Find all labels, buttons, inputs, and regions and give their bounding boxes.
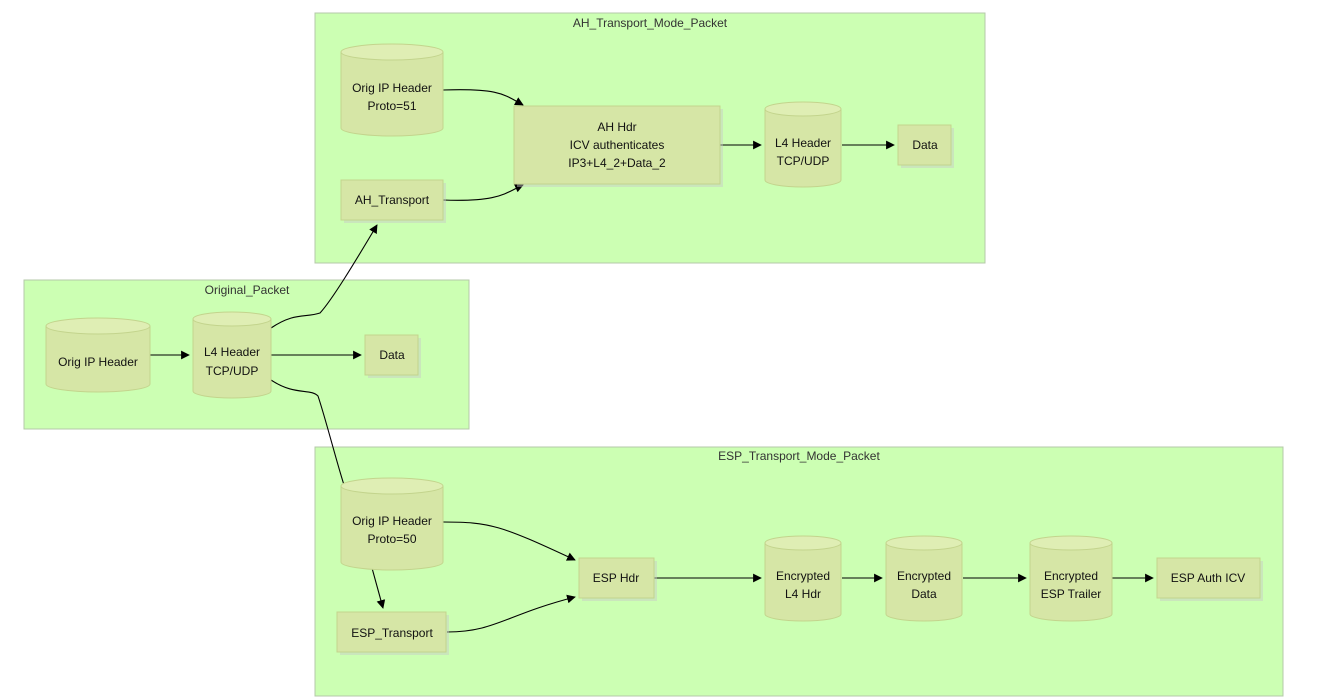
edge-esp-ip-to-esp-hdr xyxy=(442,521,576,561)
node-label: Orig IP Header xyxy=(58,355,138,369)
node-label: IP3+L4_2+Data_2 xyxy=(568,156,666,170)
node-esp-hdr: ESP Hdr xyxy=(578,557,657,601)
node-esp-auth-icv: ESP Auth ICV xyxy=(1156,557,1263,601)
node-label: Proto=50 xyxy=(367,532,416,546)
node-label: Orig IP Header xyxy=(352,514,432,528)
node-label: Encrypted xyxy=(897,569,951,583)
edge-ah-ip-to-ah-hdr xyxy=(442,89,524,106)
node-label: Data xyxy=(911,587,937,601)
node-label: ICV authenticates xyxy=(570,138,665,152)
edges xyxy=(150,89,1154,633)
node-label: ESP Trailer xyxy=(1041,587,1101,601)
node-ah-hdr: AH Hdr ICV authenticates IP3+L4_2+Data_2 xyxy=(513,105,723,187)
node-ah-l4-header: L4 Header TCP/UDP xyxy=(764,101,842,188)
node-label: ESP_Transport xyxy=(351,626,433,640)
node-ah-data: Data xyxy=(897,124,954,168)
node-encrypted-l4-hdr: Encrypted L4 Hdr xyxy=(764,535,842,622)
node-label: ESP Hdr xyxy=(593,571,639,585)
node-orig-ip-header: Orig IP Header xyxy=(45,317,151,393)
node-label: TCP/UDP xyxy=(777,154,830,168)
node-label: Orig IP Header xyxy=(352,81,432,95)
node-esp-orig-ip-header: Orig IP Header Proto=50 xyxy=(340,477,444,571)
cluster-orig-label: Original_Packet xyxy=(205,283,290,297)
node-label: AH_Transport xyxy=(355,193,430,207)
edge-orig-l4-to-ah-transport xyxy=(270,224,378,329)
edge-esp-ip-to-esp-transport xyxy=(371,567,386,609)
cluster-esp-label: ESP_Transport_Mode_Packet xyxy=(718,449,880,463)
node-label: Data xyxy=(912,138,938,152)
cluster-ah-label: AH_Transport_Mode_Packet xyxy=(573,16,728,30)
node-encrypted-esp-trailer: Encrypted ESP Trailer xyxy=(1029,535,1113,622)
node-label: L4 Hdr xyxy=(785,587,821,601)
node-label: AH Hdr xyxy=(597,120,636,134)
node-encrypted-data: Encrypted Data xyxy=(885,535,963,622)
edge-orig-l4-to-esp-ip xyxy=(270,379,345,486)
node-esp-transport: ESP_Transport xyxy=(336,611,449,655)
node-ah-transport: AH_Transport xyxy=(340,179,446,223)
node-orig-l4-header: L4 Header TCP/UDP xyxy=(192,311,272,399)
node-ah-orig-ip-header: Orig IP Header Proto=51 xyxy=(340,43,444,137)
node-label: L4 Header xyxy=(775,136,831,150)
edge-esp-transport-to-esp-hdr xyxy=(446,594,576,633)
node-label: Encrypted xyxy=(1044,569,1098,583)
node-orig-data: Data xyxy=(364,334,421,378)
node-label: Proto=51 xyxy=(367,99,416,113)
node-label: Data xyxy=(379,348,405,362)
node-label: Encrypted xyxy=(776,569,830,583)
node-label: L4 Header xyxy=(204,345,260,359)
edge-ah-transport-to-ah-hdr xyxy=(442,184,524,201)
node-label: ESP Auth ICV xyxy=(1171,571,1246,585)
node-label: TCP/UDP xyxy=(206,364,259,378)
